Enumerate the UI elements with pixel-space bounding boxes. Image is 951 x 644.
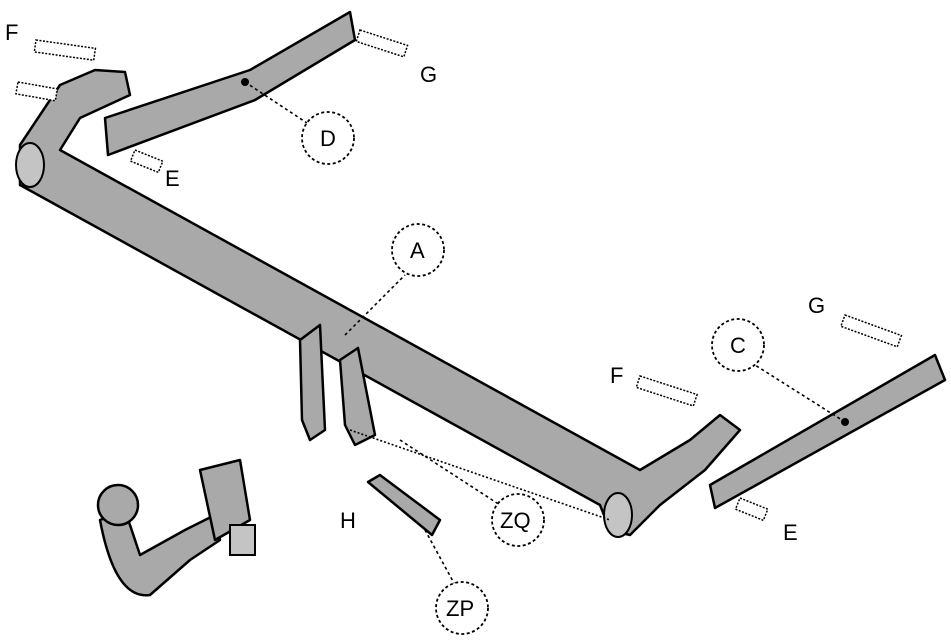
- label-h: H: [340, 508, 356, 533]
- bracket-d: [103, 10, 357, 157]
- label-g-top: G: [420, 62, 437, 87]
- label-bubble-zp: [435, 581, 489, 635]
- main-crossbar: [15, 68, 742, 538]
- socket-plate: [366, 473, 442, 537]
- label-g-right: G: [808, 293, 825, 318]
- label-zq: ZQ: [500, 508, 531, 533]
- label-a: A: [410, 238, 425, 263]
- tow-ball-neck: [96, 458, 256, 597]
- label-bubble-zq: [491, 493, 545, 547]
- label-d: D: [320, 126, 336, 151]
- leader-lines: [244, 81, 846, 586]
- bracket-c: [708, 353, 947, 510]
- center-hanger-plates: [298, 323, 377, 447]
- label-f-right: F: [610, 363, 623, 388]
- label-bubble-d: [301, 111, 355, 165]
- label-bubble-c: [711, 318, 765, 372]
- label-bubble-a: [391, 223, 445, 277]
- label-e-right: E: [783, 520, 798, 545]
- label-c: C: [730, 333, 746, 358]
- label-e-left: E: [165, 166, 180, 191]
- label-zp: ZP: [446, 596, 474, 621]
- bolts: [15, 29, 903, 522]
- label-f-left: F: [5, 20, 18, 45]
